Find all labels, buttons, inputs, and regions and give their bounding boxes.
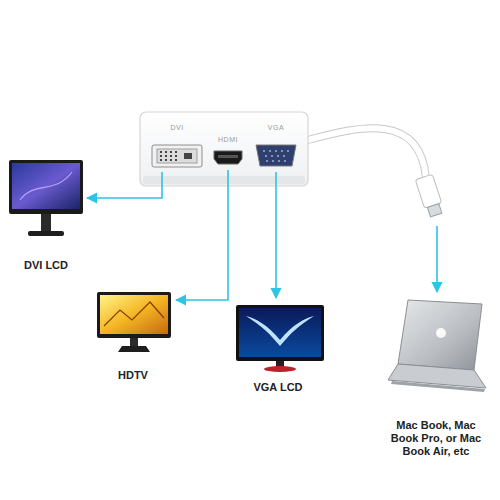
port-label: DVI (170, 124, 183, 132)
connector-arrow (87, 172, 162, 198)
port-box: VGA (252, 124, 300, 172)
port-label: VGA (268, 124, 284, 132)
vga-monitor (236, 305, 324, 372)
display-node: DVI LCD (5, 156, 87, 272)
connector-arrow (176, 170, 228, 300)
display-label: HDTV (118, 369, 148, 382)
plug-arrow (436, 226, 438, 292)
port-box: HDMI (210, 136, 246, 170)
macbook-laptop (388, 300, 486, 392)
dvi-monitor (9, 160, 83, 236)
display-label: VGA LCD (253, 381, 302, 394)
port-label: HDMI (218, 136, 238, 144)
hdtv-set (97, 292, 171, 352)
display-label: Mac Book, Mac Book Pro, or Mac Book Air,… (386, 419, 486, 458)
display-node: VGA LCD (230, 298, 326, 394)
display-node: Mac Book, Mac Book Pro, or Mac Book Air,… (380, 296, 492, 458)
display-node: HDTV (90, 286, 176, 382)
display-label: DVI LCD (24, 259, 68, 272)
connector-arrow (275, 172, 277, 298)
port-box: DVI (148, 124, 206, 172)
adapter-hub (140, 112, 445, 218)
